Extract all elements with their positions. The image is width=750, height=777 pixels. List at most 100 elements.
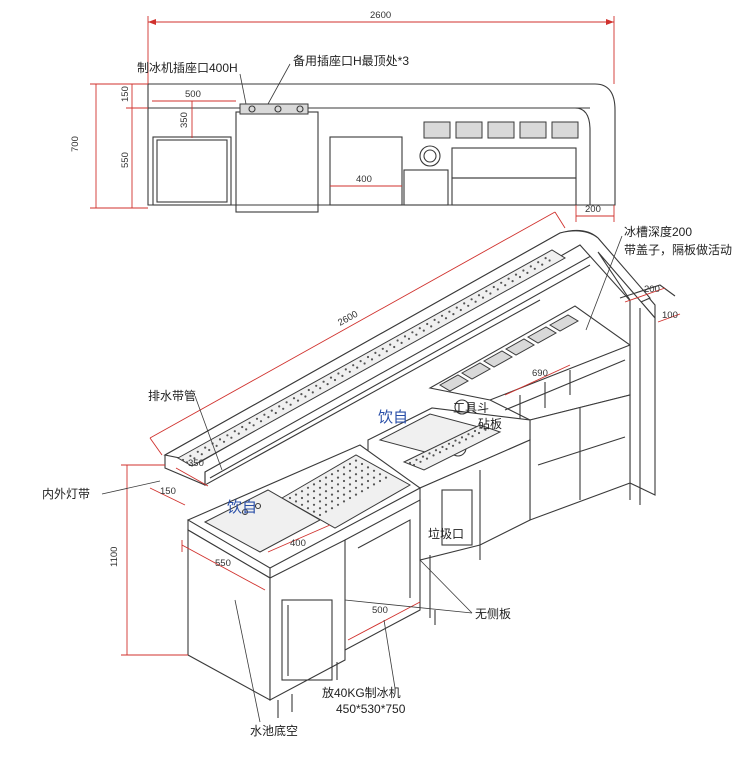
perforation-hole xyxy=(312,490,316,493)
perforation-hole xyxy=(381,347,384,350)
perforation-hole xyxy=(422,329,425,332)
dim-200-top: 200 xyxy=(585,204,601,215)
perforation-hole xyxy=(396,339,399,342)
perforation-hole xyxy=(330,473,334,476)
perforation-hole xyxy=(274,411,277,415)
perforation-hole xyxy=(322,380,325,383)
perforation-hole xyxy=(432,454,435,457)
perforation-hole xyxy=(541,263,544,266)
perforation-hole xyxy=(419,460,422,463)
perforation-hole xyxy=(372,483,376,486)
perforation-hole xyxy=(438,451,442,454)
perforation-hole xyxy=(372,476,376,479)
perforation-hole xyxy=(336,496,340,500)
perforation-hole xyxy=(336,490,340,493)
perforation-hole xyxy=(407,337,411,340)
perforation-hole xyxy=(318,507,322,510)
perforation-hole xyxy=(537,261,540,264)
perforation-hole xyxy=(428,452,431,455)
perforation-hole xyxy=(324,503,328,506)
spare-socket-note: 备用插座口H最顶处*3 xyxy=(293,53,409,68)
perforation-hole xyxy=(200,453,203,456)
perforation-hole xyxy=(282,407,285,410)
dim-500-iso: 500 xyxy=(372,605,388,616)
perforation-hole xyxy=(324,496,328,500)
perforation-hole xyxy=(336,483,340,486)
perforation-hole xyxy=(312,503,316,506)
perforation-hole xyxy=(455,306,458,309)
ice-machine-size: 450*530*750 xyxy=(336,702,406,716)
dim-350-iso: 350 xyxy=(188,458,204,469)
perforation-hole xyxy=(354,493,358,496)
perforation-hole xyxy=(372,469,376,472)
perforation-hole xyxy=(434,449,438,452)
dim-100-iso: 100 xyxy=(662,310,678,321)
perforation-hole xyxy=(507,277,510,280)
perforation-hole xyxy=(378,473,382,476)
light-strip-label: 内外灯带 xyxy=(42,487,90,501)
perforation-hole xyxy=(496,288,499,291)
perforation-hole xyxy=(408,461,412,465)
perforation-hole xyxy=(437,321,440,324)
perforation-hole xyxy=(451,444,455,447)
perforation-hole xyxy=(245,428,248,431)
perforation-hole xyxy=(348,483,352,486)
perforation-hole xyxy=(306,507,310,510)
perforation-hole xyxy=(330,493,334,496)
perforation-hole xyxy=(330,507,334,510)
perforation-hole xyxy=(241,425,244,429)
perforation-hole xyxy=(292,397,296,400)
perforation-hole xyxy=(318,500,322,503)
perforation-hole xyxy=(441,445,444,449)
dim-height-700: 700 xyxy=(70,136,81,152)
perforation-hole xyxy=(480,426,483,429)
perforation-hole xyxy=(430,325,433,328)
dim-2600-iso: 2600 xyxy=(336,309,360,329)
perforation-hole xyxy=(354,473,358,476)
dim-690: 690 xyxy=(532,368,548,379)
perforation-hole xyxy=(204,446,207,449)
perforation-hole xyxy=(300,496,304,500)
dim-200-iso: 200 xyxy=(644,284,660,295)
perforation-hole xyxy=(348,490,352,493)
perforation-hole xyxy=(360,483,364,486)
perforation-hole xyxy=(425,457,429,460)
perforation-hole xyxy=(255,417,259,420)
ice-socket-note: 制冰机插座口400H xyxy=(137,60,238,75)
dim-550-iso: 550 xyxy=(215,558,231,569)
perforation-hole xyxy=(522,269,525,272)
tool-hopper-label: 工具斗 xyxy=(453,401,489,415)
perforation-hole xyxy=(222,440,226,443)
perforation-hole xyxy=(259,420,263,423)
perforation-hole xyxy=(304,395,307,398)
perforation-hole xyxy=(230,436,233,439)
perforation-hole xyxy=(294,500,298,503)
perforation-hole xyxy=(378,479,382,483)
perforation-hole xyxy=(324,510,328,513)
self-drink-left: 饮自 xyxy=(227,499,257,516)
perforation-hole xyxy=(385,350,388,353)
perforation-hole xyxy=(366,466,370,469)
ice-machine-label: 放40KG制冰机 xyxy=(322,685,401,700)
perforation-hole xyxy=(354,486,358,489)
perforation-hole xyxy=(511,280,514,283)
perforation-hole xyxy=(342,473,346,476)
perforation-hole xyxy=(467,433,470,436)
perforation-hole xyxy=(318,479,322,483)
perforation-hole xyxy=(252,424,255,427)
perforation-hole xyxy=(484,428,487,431)
front-elevation-view: 2600 700 150 550 xyxy=(70,10,616,222)
perforation-hole xyxy=(208,448,211,452)
perforation-hole xyxy=(306,493,310,496)
perforation-hole xyxy=(448,310,451,313)
perforation-hole xyxy=(360,476,364,479)
perforation-hole xyxy=(360,462,364,466)
perforation-hole xyxy=(267,416,270,419)
perforation-hole xyxy=(307,388,310,392)
perforation-hole xyxy=(300,503,304,506)
perforation-hole xyxy=(342,493,346,496)
perforation-hole xyxy=(454,439,457,442)
perforation-hole xyxy=(360,469,364,472)
perforation-hole xyxy=(215,444,218,447)
sink-bottom-open-label: 水池底空 xyxy=(250,723,298,738)
